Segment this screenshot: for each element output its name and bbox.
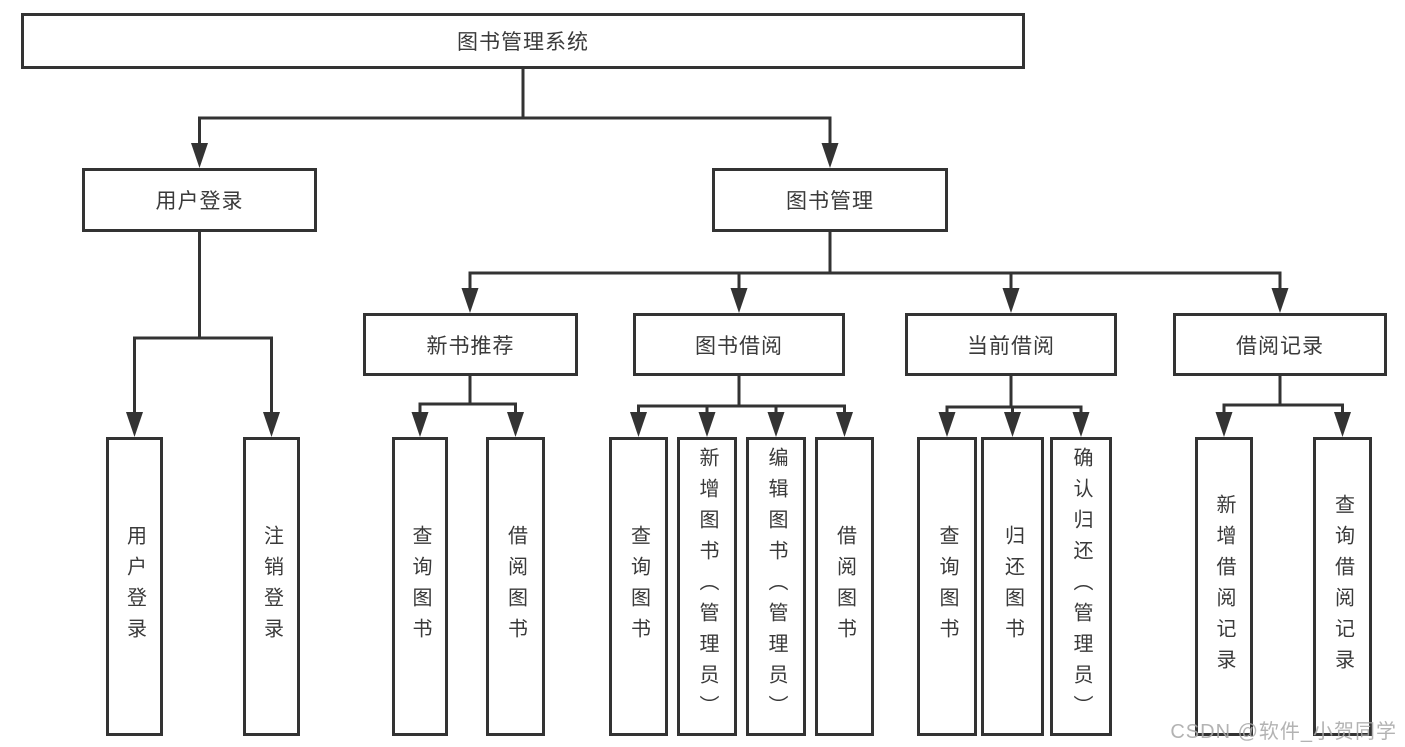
leaf-edit-books-admin: 编辑图书（管理员） xyxy=(746,437,806,736)
leaf-query-books-recommend-label: 查询图书 xyxy=(409,524,431,649)
leaf-logout: 注销登录 xyxy=(243,437,300,736)
leaf-confirm-return-admin: 确认归还（管理员） xyxy=(1050,437,1112,736)
leaf-return-books: 归还图书 xyxy=(981,437,1044,736)
node-user-login: 用户登录 xyxy=(82,168,317,232)
connector-root-to-level2 xyxy=(191,69,839,168)
leaf-query-books-current-label: 查询图书 xyxy=(936,524,958,649)
connector-book-management-to-sections xyxy=(461,232,1289,313)
leaf-query-books-borrow-label: 查询图书 xyxy=(627,524,650,649)
leaf-borrow-books-recommend: 借阅图书 xyxy=(486,437,545,736)
connector-borrow-records-to-leaves xyxy=(1215,376,1351,437)
node-user-login-label: 用户登录 xyxy=(155,190,244,213)
node-borrowing-records: 借阅记录 xyxy=(1173,313,1387,376)
node-new-book-recommendation-label: 新书推荐 xyxy=(426,334,515,358)
node-book-borrowing-label: 图书借阅 xyxy=(695,334,783,358)
node-current-borrowing-label: 当前借阅 xyxy=(967,334,1055,358)
leaf-query-books-recommend: 查询图书 xyxy=(392,437,448,736)
node-root-system-label: 图书管理系统 xyxy=(457,31,589,54)
leaf-add-borrow-record-label: 新增借阅记录 xyxy=(1213,493,1235,680)
leaf-borrow-books-recommend-label: 借阅图书 xyxy=(504,524,527,649)
leaf-add-books-admin-label: 新增图书（管理员） xyxy=(696,447,718,726)
leaf-borrow-books-label: 借阅图书 xyxy=(833,524,856,649)
leaf-user-login: 用户登录 xyxy=(106,437,163,736)
csdn-watermark: CSDN @软件_小贺同学 xyxy=(1170,721,1397,743)
node-book-management: 图书管理 xyxy=(712,168,948,232)
node-current-borrowing: 当前借阅 xyxy=(905,313,1117,376)
leaf-query-books-borrow: 查询图书 xyxy=(609,437,668,736)
connector-new-book-to-leaves xyxy=(411,376,524,437)
leaf-confirm-return-admin-label: 确认归还（管理员） xyxy=(1070,447,1092,726)
connector-current-borrow-to-leaves xyxy=(938,376,1090,437)
leaf-query-borrow-record-label: 查询借阅记录 xyxy=(1331,493,1354,680)
leaf-query-borrow-record: 查询借阅记录 xyxy=(1313,437,1372,736)
leaf-return-books-label: 归还图书 xyxy=(1001,524,1024,649)
leaf-logout-label: 注销登录 xyxy=(260,524,283,649)
leaf-add-borrow-record: 新增借阅记录 xyxy=(1195,437,1253,736)
leaf-user-login-label: 用户登录 xyxy=(123,524,146,649)
leaf-add-books-admin: 新增图书（管理员） xyxy=(677,437,737,736)
connector-book-borrow-to-leaves xyxy=(630,376,853,437)
node-book-borrowing: 图书借阅 xyxy=(633,313,845,376)
leaf-borrow-books: 借阅图书 xyxy=(815,437,874,736)
connector-user-login-to-leaves xyxy=(126,232,280,437)
leaf-edit-books-admin-label: 编辑图书（管理员） xyxy=(765,447,787,726)
leaf-query-books-current: 查询图书 xyxy=(917,437,977,736)
node-borrowing-records-label: 借阅记录 xyxy=(1236,334,1324,358)
node-root-system: 图书管理系统 xyxy=(21,13,1025,69)
node-new-book-recommendation: 新书推荐 xyxy=(363,313,578,376)
node-book-management-label: 图书管理 xyxy=(786,190,874,213)
